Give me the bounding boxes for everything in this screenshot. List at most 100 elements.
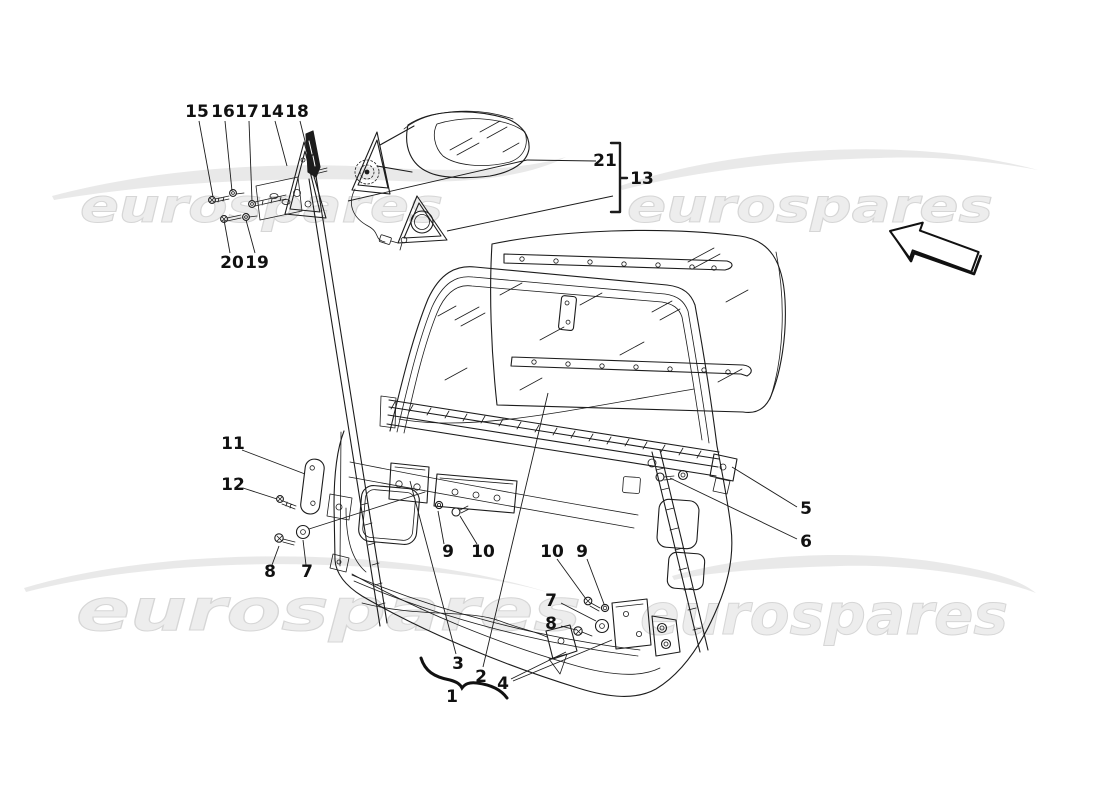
leader-line-10: [459, 515, 478, 545]
callout-number-11: 11: [221, 434, 245, 454]
callout-6: 6: [669, 477, 812, 552]
right-hinge: [655, 453, 738, 495]
callout-19: 19: [245, 219, 269, 273]
callout-13: 13: [630, 169, 654, 189]
leader-line-4: [510, 651, 567, 680]
callout-3: 3: [409, 480, 464, 674]
callout-16: 16: [211, 102, 235, 192]
mirror-base-gasket: [351, 131, 391, 195]
mirror-wire: [351, 188, 386, 243]
callout-number-7: 7: [301, 562, 313, 582]
leader-line-14: [274, 120, 288, 167]
leader-line-20: [223, 219, 231, 254]
callout-number-20: 20: [220, 253, 244, 273]
callout-number-16: 16: [211, 102, 235, 122]
watermark-text-3: eurospares: [76, 576, 581, 644]
leader-line-21: [526, 159, 597, 162]
leader-line-2: [482, 392, 549, 668]
left-hinge-hardware: [274, 458, 426, 573]
callout-number-10: 10: [540, 542, 564, 562]
callout-10: 10: [459, 515, 495, 562]
leader-line-21: [347, 159, 528, 202]
leader-line-16: [224, 120, 233, 192]
leader-line-7: [560, 602, 597, 622]
swoosh-top-right: [620, 149, 1038, 190]
leader-line-4: [512, 639, 613, 682]
door-window-frame: [389, 266, 718, 447]
quarter-glass-panel: [490, 229, 786, 414]
callout-number-9: 9: [576, 542, 588, 562]
callout-number-7: 7: [545, 591, 557, 611]
leader-line-18: [299, 120, 313, 170]
leader-line-9: [586, 558, 605, 605]
brace-1: [419, 656, 509, 700]
direction-arrow-icon: [889, 221, 983, 276]
mirror-motor: [354, 159, 380, 185]
leader-line-15: [198, 120, 214, 198]
callout-number-5: 5: [800, 499, 812, 519]
callout-14: 14: [260, 102, 288, 167]
callout-9: 9: [576, 542, 605, 605]
regulator-brackets: [388, 462, 518, 517]
leader-line-17: [248, 120, 253, 202]
leader-line-3: [409, 480, 457, 655]
swoosh-bottom-right: [672, 555, 1036, 593]
callout-number-18: 18: [285, 102, 309, 122]
mirror-housing: [406, 111, 530, 179]
leader-line-7: [302, 539, 307, 566]
callout-number-12: 12: [221, 475, 245, 495]
leader-line-5: [731, 466, 798, 508]
callout-7: 7: [545, 591, 597, 622]
callout-4: 4: [497, 639, 613, 694]
leader-line-10: [556, 558, 587, 600]
callout-number-21: 21: [593, 151, 617, 171]
callout-8: 8: [264, 545, 280, 582]
callout-2: 2: [475, 392, 549, 687]
bracket-13: [446, 141, 629, 232]
callout-number-13: 13: [630, 169, 654, 189]
callout-9: 9: [437, 510, 454, 562]
callout-number-19: 19: [245, 253, 269, 273]
right-lower-hardware: [361, 596, 681, 675]
window-run-channels: [308, 175, 709, 653]
callout-21: 21: [347, 151, 617, 202]
mirror-assembly: [255, 110, 530, 251]
callout-number-3: 3: [452, 654, 464, 674]
callout-number-1: 1: [446, 687, 458, 707]
watermark-text-4: eurospares: [640, 583, 1008, 648]
leader-line-8: [560, 625, 577, 631]
callout-number-8: 8: [264, 562, 276, 582]
leader-line-9: [437, 510, 445, 545]
leader-line-19: [245, 219, 256, 254]
leader-line-6: [669, 477, 798, 540]
callout-18: 18: [285, 102, 313, 170]
technical-drawing: [208, 110, 786, 697]
callout-number-2: 2: [475, 667, 487, 687]
callout-7: 7: [301, 539, 313, 582]
callout-number-17: 17: [235, 102, 259, 122]
callout-5: 5: [731, 466, 812, 519]
leader-line-8: [271, 545, 280, 566]
callout-1: 1: [446, 687, 458, 707]
callout-11: 11: [221, 434, 306, 475]
callout-8: 8: [545, 614, 577, 634]
mirror-glass: [433, 118, 527, 166]
leader-line-11: [241, 449, 306, 475]
door-body: [333, 395, 733, 697]
callout-17: 17: [235, 102, 259, 202]
latch-rod: [361, 602, 548, 638]
callout-number-14: 14: [260, 102, 284, 122]
callout-20: 20: [220, 219, 244, 273]
watermark-text-2: eurospares: [627, 179, 993, 233]
callout-number-6: 6: [800, 532, 812, 552]
callout-number-15: 15: [185, 102, 209, 122]
callout-number-9: 9: [442, 542, 454, 562]
callout-15: 15: [185, 102, 214, 198]
callout-number-8: 8: [545, 614, 557, 634]
swoosh-bottom-left: [24, 556, 560, 596]
callout-number-10: 10: [471, 542, 495, 562]
